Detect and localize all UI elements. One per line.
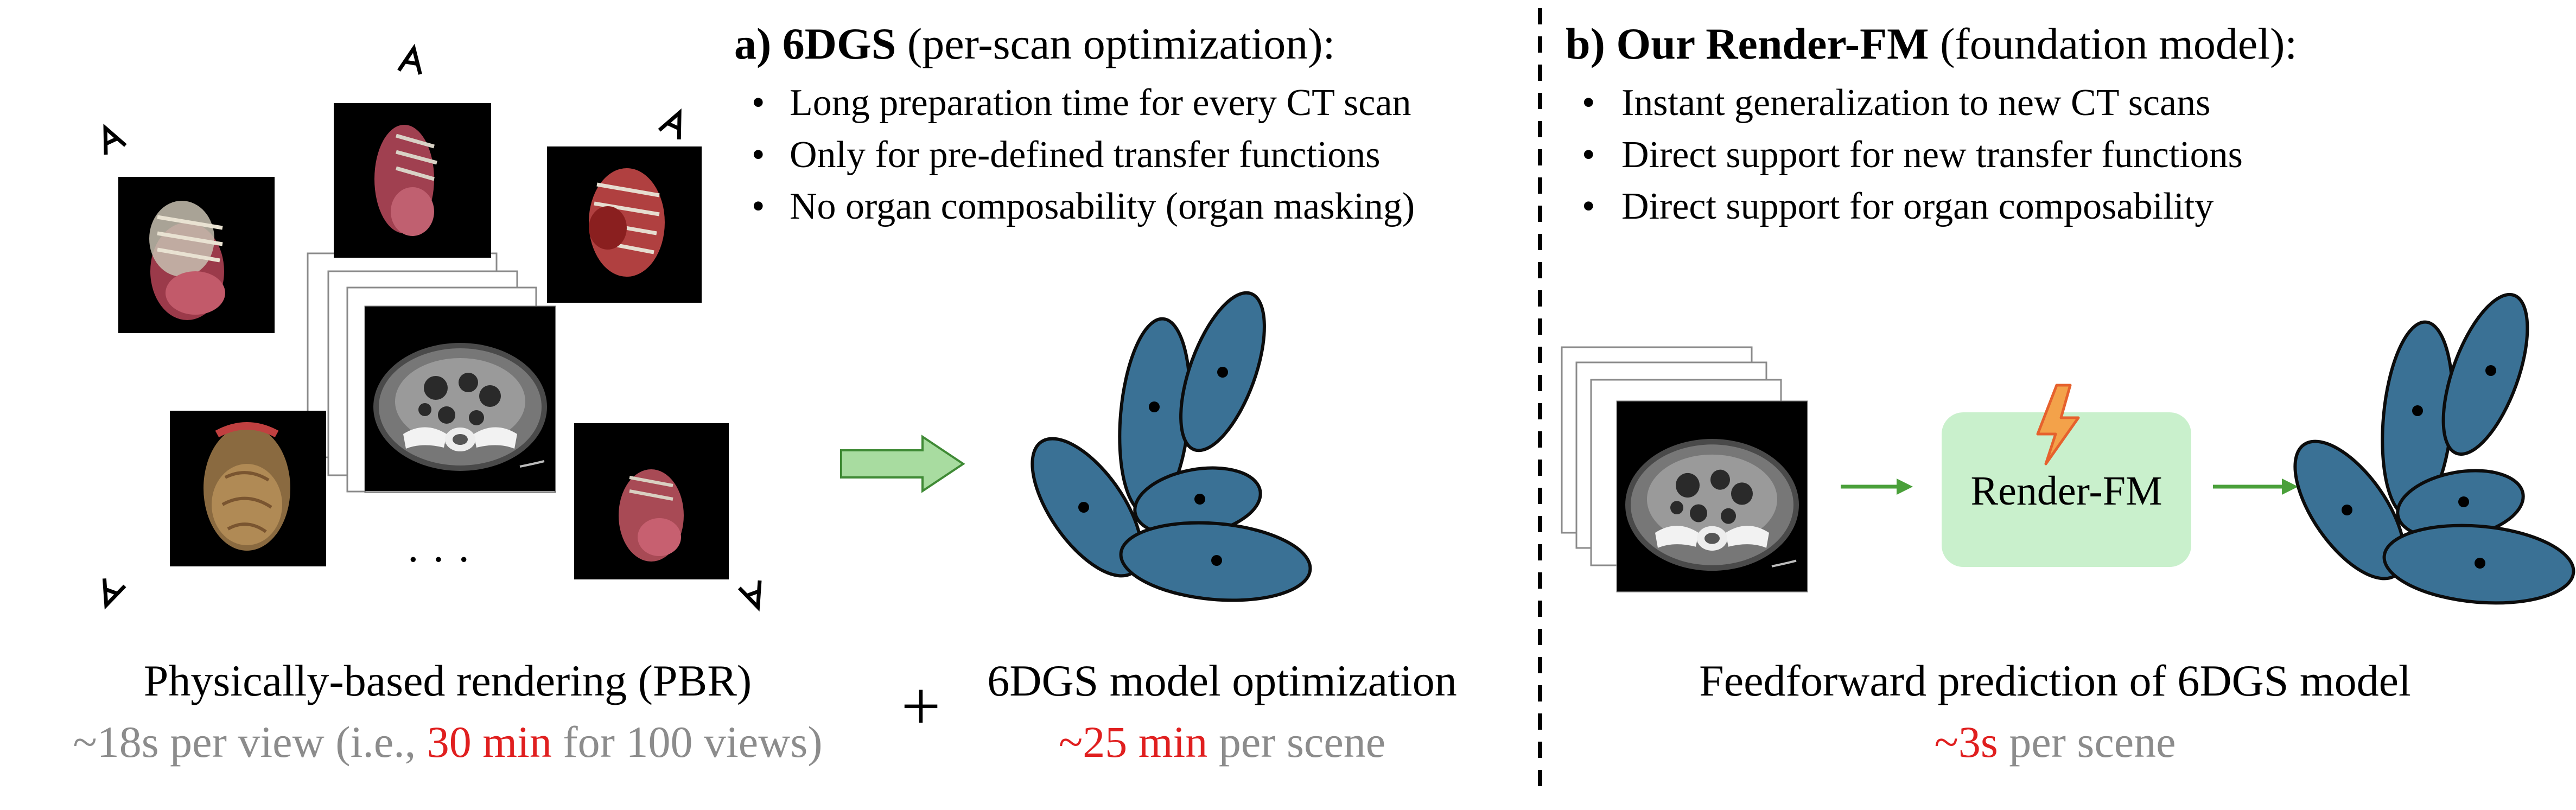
list-item: Direct support for new transfer function… xyxy=(1621,134,2243,176)
list-item: Only for pre-defined transfer functions xyxy=(790,134,1381,176)
camera-icon xyxy=(658,108,682,139)
bullet-marker: • xyxy=(752,82,765,124)
ct-scan-slice xyxy=(364,305,556,493)
panel-a-bullets: • Long preparation time for every CT sca… xyxy=(752,82,1415,227)
camera-icon xyxy=(737,580,762,612)
camera-icon xyxy=(103,123,127,155)
list-item: Direct support for organ composability xyxy=(1621,186,2214,227)
bullet-marker: • xyxy=(752,186,765,227)
ct-scan-stack-b xyxy=(1561,346,1807,591)
list-item: Long preparation time for every CT scan xyxy=(790,82,1411,124)
rendered-volume-view xyxy=(574,423,729,579)
list-item: No organ composability (organ masking) xyxy=(790,186,1415,227)
bullet-marker: • xyxy=(1582,82,1595,124)
optimization-arrow xyxy=(840,435,965,493)
rendered-volume-view xyxy=(170,411,326,566)
feedforward-arrows xyxy=(1841,479,2298,495)
panel-a-heading: a) 6DGS (per-scan optimization): xyxy=(734,19,1335,68)
optimization-caption: 6DGS model optimization xyxy=(987,656,1456,705)
rendered-volume-view xyxy=(334,103,491,258)
ct-scan-slice xyxy=(1617,401,1807,591)
feedforward-time: ~3s per scene xyxy=(1934,717,2176,767)
lightning-icon xyxy=(2036,384,2080,465)
render-fm-model: Render-FM xyxy=(1942,384,2191,567)
render-fm-label: Render-FM xyxy=(1970,468,2162,514)
rendered-volume-view xyxy=(118,177,275,333)
pbr-time: ~18s per view (i.e., 30 min for 100 view… xyxy=(73,717,822,767)
feedforward-caption: Feedforward prediction of 6DGS model xyxy=(1699,656,2411,705)
optimization-time: ~25 min per scene xyxy=(1059,717,1385,767)
bullet-marker: • xyxy=(752,134,765,176)
gaussian-ellipsoids-b xyxy=(2293,292,2575,605)
bullet-marker: • xyxy=(1582,134,1595,176)
list-item: Instant generalization to new CT scans xyxy=(1621,82,2210,124)
bullet-marker: • xyxy=(1582,186,1595,227)
panel-b-heading: b) Our Render-FM (foundation model): xyxy=(1566,19,2297,68)
gaussian-ellipsoids-a xyxy=(1031,291,1312,602)
camera-icon xyxy=(397,43,422,75)
camera-icon xyxy=(102,578,126,610)
panel-b-bullets: • Instant generalization to new CT scans… xyxy=(1582,82,2243,227)
ellipsis: · · · xyxy=(406,536,471,584)
pbr-view-collage: · · · xyxy=(102,43,762,612)
pbr-caption: Physically-based rendering (PBR) xyxy=(144,656,752,705)
plus-sign: + xyxy=(901,667,940,745)
rendered-volume-view xyxy=(547,146,702,303)
ct-scan-stack xyxy=(307,252,556,493)
